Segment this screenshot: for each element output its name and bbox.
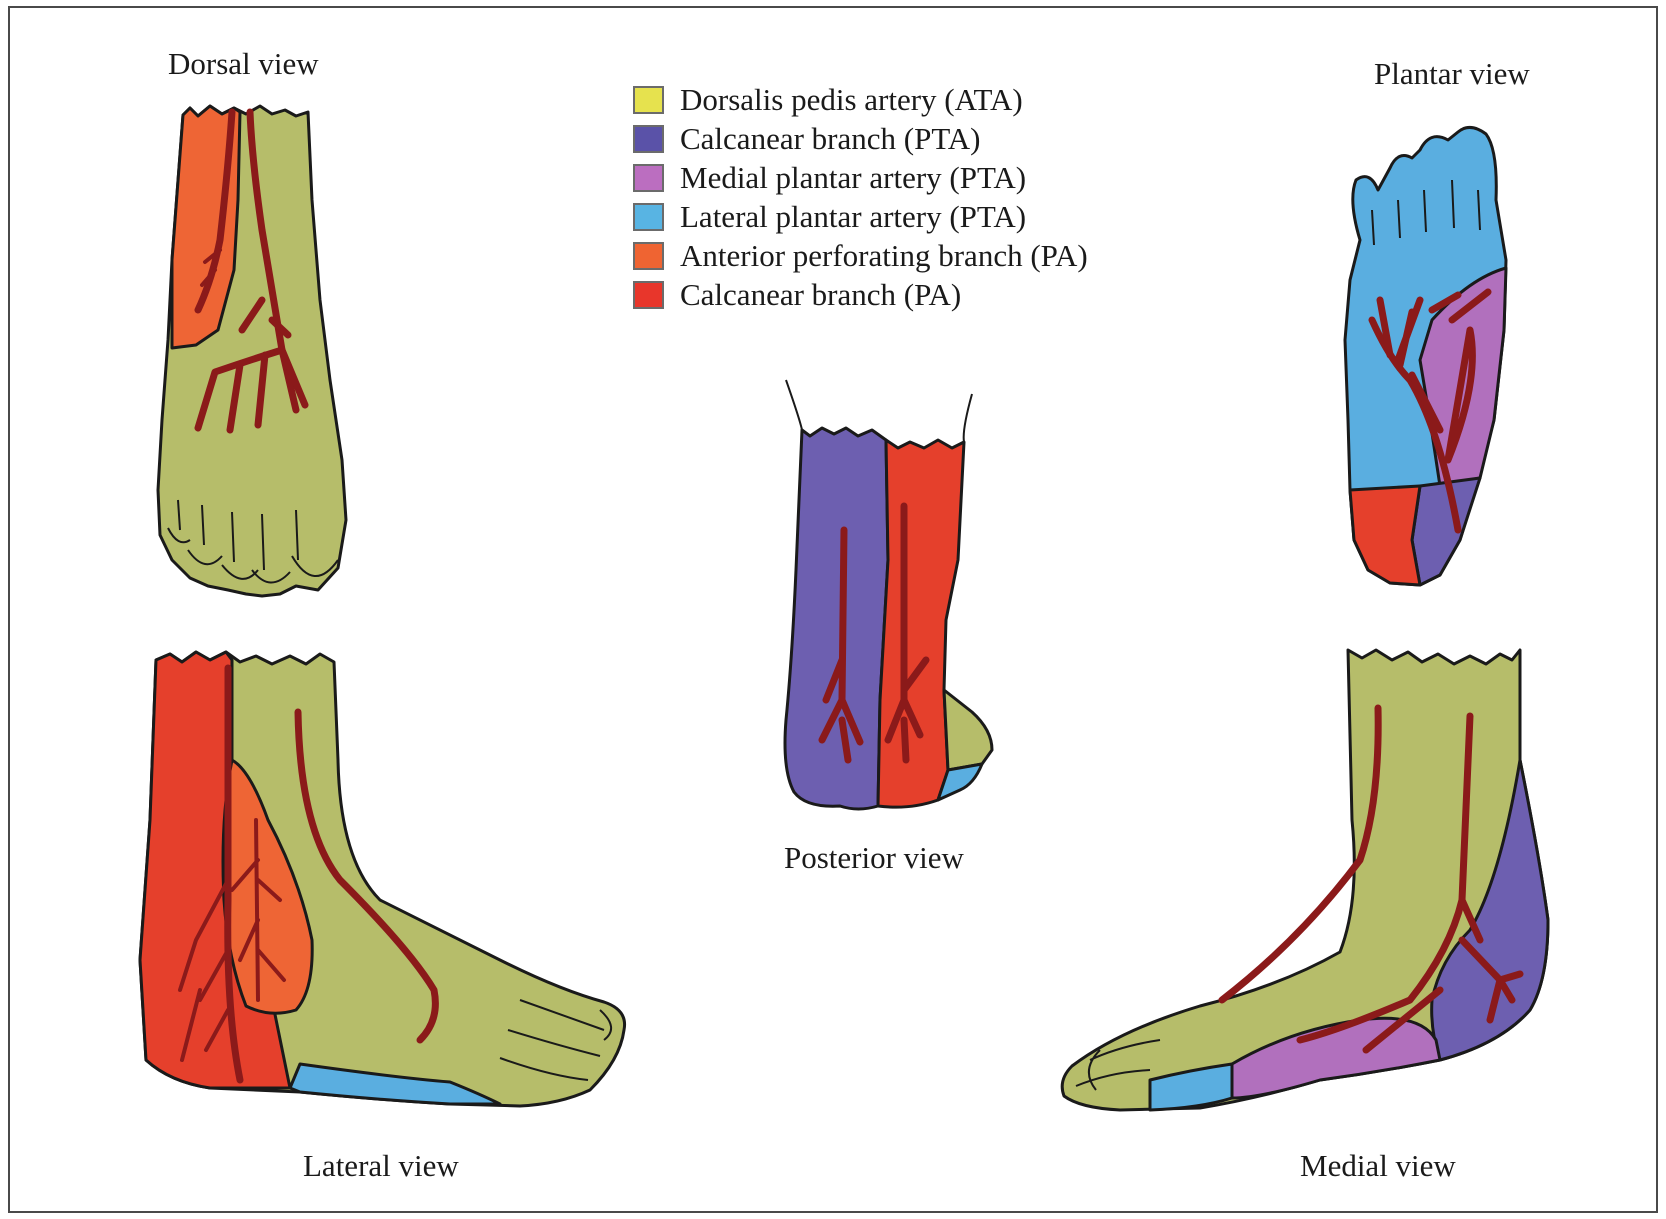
legend-swatch: [633, 203, 664, 231]
dorsal-view-label: Dorsal view: [168, 46, 319, 82]
legend-item-anterior-perforating: Anterior perforating branch (PA): [633, 236, 1088, 275]
plantar-view-label: Plantar view: [1374, 56, 1530, 92]
legend-label: Calcanear branch (PA): [680, 277, 961, 313]
medial-foot: [1062, 650, 1548, 1110]
legend-label: Calcanear branch (PTA): [680, 121, 980, 157]
lateral-view-label: Lateral view: [303, 1148, 459, 1184]
legend-swatch: [633, 125, 664, 153]
legend-swatch: [633, 164, 664, 192]
legend-label: Lateral plantar artery (PTA): [680, 199, 1026, 235]
legend-swatch: [633, 242, 664, 270]
medial-view-label: Medial view: [1300, 1148, 1456, 1184]
legend: Dorsalis pedis artery (ATA) Calcanear br…: [633, 80, 1088, 314]
legend-label: Dorsalis pedis artery (ATA): [680, 82, 1023, 118]
plantar-calcanear-pa-region: [1350, 486, 1420, 585]
legend-swatch: [633, 86, 664, 114]
legend-item-calcanear-pa: Calcanear branch (PA): [633, 275, 1088, 314]
plantar-calcanear-pta-region: [1412, 478, 1480, 585]
plantar-foot: [1345, 127, 1506, 585]
posterior-dorsalis-region: [944, 690, 992, 770]
legend-item-lateral-plantar: Lateral plantar artery (PTA): [633, 197, 1088, 236]
legend-item-dorsalis-pedis: Dorsalis pedis artery (ATA): [633, 80, 1088, 119]
lateral-foot: [140, 652, 625, 1106]
posterior-foot: [785, 380, 992, 809]
legend-item-medial-plantar: Medial plantar artery (PTA): [633, 158, 1088, 197]
legend-swatch: [633, 281, 664, 309]
posterior-calcanear-pta-region: [785, 428, 888, 809]
dorsal-foot: [158, 106, 346, 596]
legend-label: Anterior perforating branch (PA): [680, 238, 1088, 274]
legend-item-calcanear-pta: Calcanear branch (PTA): [633, 119, 1088, 158]
legend-label: Medial plantar artery (PTA): [680, 160, 1026, 196]
posterior-view-label: Posterior view: [784, 840, 964, 876]
